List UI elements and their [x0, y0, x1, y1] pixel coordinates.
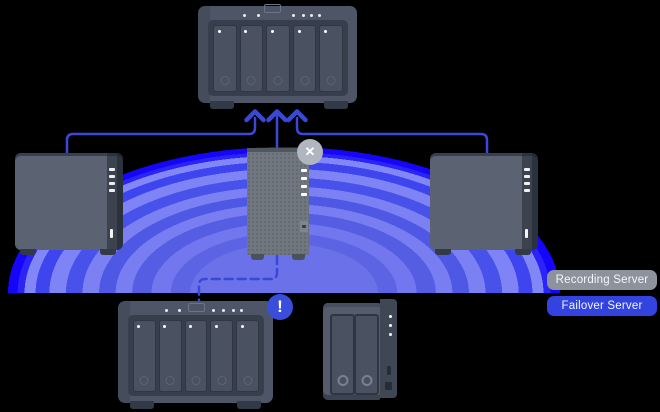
- status-led-column: [109, 168, 115, 171]
- device-foot: [210, 101, 234, 109]
- failover-dashed-line: [197, 254, 279, 306]
- failover-server-tower: [247, 148, 309, 260]
- power-button: [300, 221, 308, 232]
- warning-badge: !: [267, 294, 293, 320]
- arrow-up-icon: [286, 109, 308, 123]
- recording-server-2bay: [323, 303, 380, 400]
- drive-bay: [330, 314, 355, 395]
- recording-server-2bay-side: [380, 299, 397, 398]
- device-foot: [435, 249, 451, 255]
- drive-bay: [133, 320, 156, 392]
- recording-server-5bay: [118, 301, 273, 409]
- nas-display-plate: [264, 4, 281, 13]
- recording-server-right: [430, 153, 538, 255]
- drive-bay: [158, 320, 182, 392]
- legend-recording-server: Recording Server: [547, 270, 657, 290]
- drive-bay: [210, 320, 234, 392]
- legend-failover-label: Failover Server: [561, 300, 643, 312]
- device-foot: [292, 254, 305, 260]
- device-foot: [20, 249, 36, 255]
- device-foot: [251, 254, 264, 260]
- drive-bay: [239, 25, 264, 92]
- recording-server-left: [15, 153, 123, 255]
- drive-bay-panel: [208, 20, 348, 96]
- nas-display-plate: [188, 303, 205, 312]
- device-foot: [515, 249, 531, 255]
- arrow-up-icon: [244, 109, 266, 123]
- backup-server-5bay: [198, 4, 357, 109]
- legend-recording-label: Recording Server: [555, 274, 649, 286]
- power-button: [525, 229, 528, 238]
- power-button: [110, 229, 113, 238]
- drive-bay: [184, 320, 208, 392]
- offline-badge: ✕: [297, 139, 323, 165]
- connector-left-recording: [65, 116, 257, 158]
- device-foot: [130, 401, 154, 409]
- legend-failover-server: Failover Server: [547, 296, 657, 316]
- power-button: [385, 382, 392, 390]
- drive-bay: [292, 25, 317, 92]
- exclamation-icon: !: [277, 297, 283, 316]
- connector-right-recording: [295, 116, 489, 158]
- status-led-column: [524, 168, 530, 171]
- x-icon: ✕: [304, 144, 316, 159]
- drive-bay: [319, 25, 343, 92]
- status-led-column: [389, 315, 392, 318]
- drive-bay: [236, 320, 259, 392]
- drive-bay: [266, 25, 290, 92]
- status-led-row: [243, 14, 246, 17]
- drive-bay: [213, 25, 237, 92]
- arrow-up-icon: [266, 109, 288, 123]
- device-foot: [324, 101, 348, 109]
- usb-port: [387, 366, 391, 375]
- status-led-row: [165, 309, 168, 312]
- drive-bay-panel: [128, 315, 264, 396]
- drive-bay: [354, 314, 379, 395]
- device-foot: [100, 249, 116, 255]
- status-led-column: [301, 169, 307, 172]
- device-foot: [237, 401, 261, 409]
